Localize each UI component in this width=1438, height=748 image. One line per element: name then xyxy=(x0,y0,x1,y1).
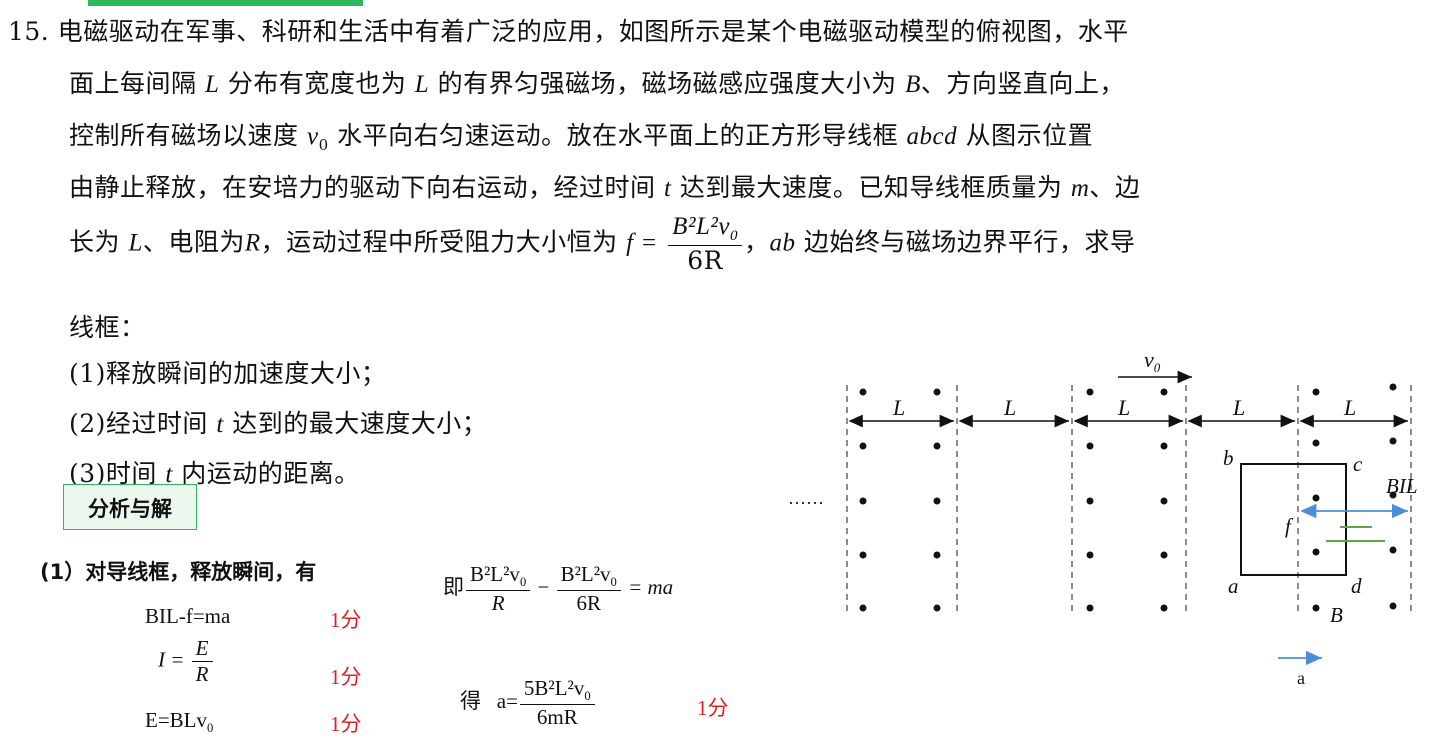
score-4: 1分 xyxy=(697,696,729,720)
velocity-label: v0 xyxy=(1144,347,1161,375)
corner-b-label: b xyxy=(1223,446,1234,470)
field-dot xyxy=(1389,546,1397,554)
field-dot xyxy=(1160,388,1168,396)
corner-d-label: d xyxy=(1351,574,1362,598)
field-dot xyxy=(859,442,867,450)
equation-result: 得 a= 5B²L²v0 6mR xyxy=(460,676,597,730)
width-label: L xyxy=(1117,395,1130,420)
step1-title: (1）对导线框，释放瞬间，有 xyxy=(40,560,317,584)
magnetic-field-diagram: L L L L L v0 …… b c a d f BIL B a xyxy=(788,347,1418,688)
field-dot xyxy=(1086,604,1094,612)
field-dot xyxy=(1160,551,1168,559)
width-label: L xyxy=(1343,395,1356,420)
field-dot xyxy=(1389,437,1397,445)
field-dot xyxy=(1160,442,1168,450)
acceleration-label: a xyxy=(1297,668,1305,688)
field-dot xyxy=(1312,439,1320,447)
field-dot xyxy=(1086,497,1094,505)
field-dots xyxy=(859,383,1397,612)
field-dot xyxy=(933,442,941,450)
top-accent-bar xyxy=(88,0,363,6)
problem-line-1: 15. 电磁驱动在军事、科研和生活中有着广泛的应用，如图所示是某个电磁驱动模型的… xyxy=(8,17,1129,46)
wire-loop xyxy=(1240,463,1347,576)
corner-a-label: a xyxy=(1228,574,1239,598)
field-dot xyxy=(1160,604,1168,612)
ellipsis: …… xyxy=(788,488,824,508)
field-dot xyxy=(1086,442,1094,450)
field-dot xyxy=(1312,494,1320,502)
field-dot xyxy=(1389,491,1397,499)
width-label: L xyxy=(1003,395,1016,420)
field-b-label: B xyxy=(1330,603,1343,627)
field-dot xyxy=(1389,383,1397,391)
problem-line-3: 控制所有磁场以速度 v0 水平向右匀速运动。放在水平面上的正方形导线框 abcd… xyxy=(69,121,1094,154)
field-boundaries xyxy=(846,385,1412,612)
question-2: (2)经过时间 t 达到的最大速度大小； xyxy=(69,409,488,438)
field-dot xyxy=(1160,497,1168,505)
score-1: 1分 xyxy=(330,608,362,632)
field-dot xyxy=(859,551,867,559)
field-dot xyxy=(933,388,941,396)
field-dot xyxy=(933,604,941,612)
field-dot xyxy=(1312,604,1320,612)
problem-number: 15. xyxy=(8,17,50,46)
question-1: (1)释放瞬间的加速度大小； xyxy=(69,359,387,388)
problem-line-2: 面上每间隔 L 分布有宽度也为 L 的有界匀强磁场，磁场磁感应强度大小为 B、方… xyxy=(69,69,1125,98)
field-dot xyxy=(1389,602,1397,610)
analysis-tag: 分析与解 xyxy=(63,484,197,530)
ampere-force-label: BIL xyxy=(1386,474,1418,498)
field-dot xyxy=(1086,551,1094,559)
score-3: 1分 xyxy=(330,712,362,736)
corner-c-label: c xyxy=(1353,452,1363,476)
equation-emf: E=BLv0 xyxy=(145,708,214,736)
green-mark xyxy=(1326,526,1385,542)
equation-current: I = E R xyxy=(158,636,215,687)
field-dot xyxy=(933,497,941,505)
friction-label: f xyxy=(1285,514,1294,538)
friction-fraction: B²L²v0 6R xyxy=(668,212,742,276)
width-label: L xyxy=(892,395,905,420)
score-2: 1分 xyxy=(330,665,362,689)
problem-line-6: 线框： xyxy=(69,313,146,342)
width-label: L xyxy=(1232,395,1245,420)
field-dot xyxy=(859,604,867,612)
field-dot xyxy=(1312,548,1320,556)
equation-bil: BIL-f=ma xyxy=(145,604,231,628)
problem-line-5: 长为 L、电阻为R，运动过程中所受阻力大小恒为 f = B²L²v0 6R ，a… xyxy=(69,212,1136,276)
field-dot xyxy=(859,388,867,396)
field-dot xyxy=(1312,388,1320,396)
equation-combined: 即 B²L²v0 R − B²L²v0 6R = ma xyxy=(443,562,674,616)
field-dot xyxy=(933,551,941,559)
field-dot xyxy=(1086,388,1094,396)
question-3: (3)时间 t 内运动的距离。 xyxy=(69,459,360,488)
problem-line-4: 由静止释放，在安培力的驱动下向右运动，经过时间 t 达到最大速度。已知导线框质量… xyxy=(69,173,1141,202)
field-dot xyxy=(859,497,867,505)
